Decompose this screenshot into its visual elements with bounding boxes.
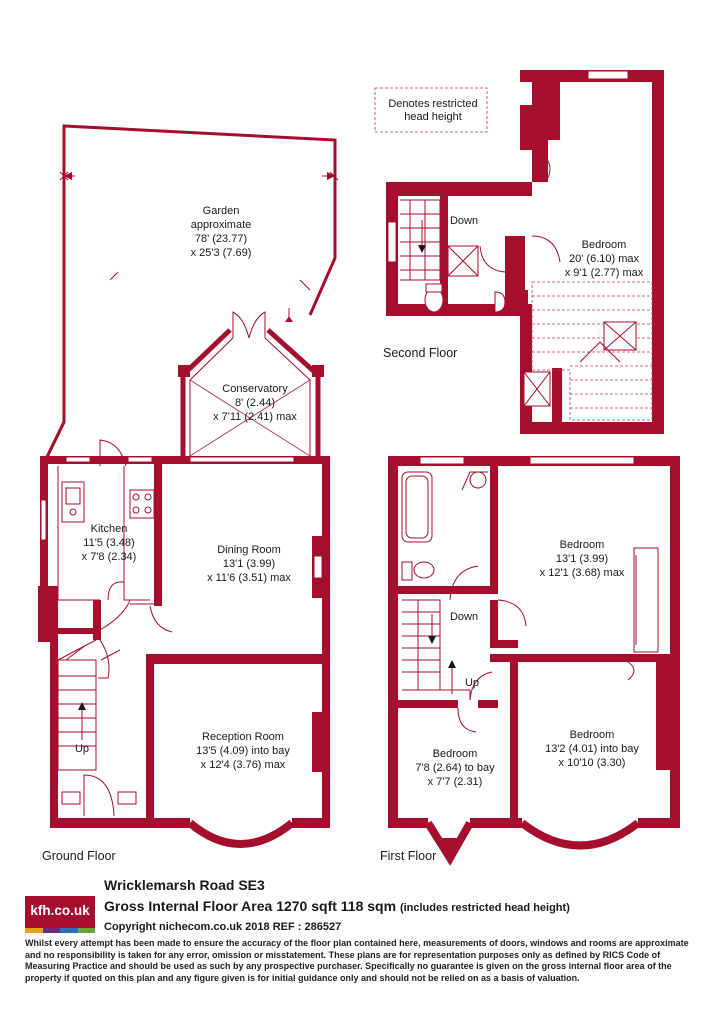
first-stairs-down: Down (450, 611, 478, 623)
garden-l2: approximate (191, 219, 252, 231)
second-floor-plan (374, 70, 664, 434)
bedroom-2-l3: x 10'10 (3.30) (559, 757, 626, 769)
kfh-logo[interactable]: kfh.co.uk (25, 896, 95, 933)
logo-color-1 (25, 928, 43, 933)
first-floor-label: First Floor (380, 849, 436, 863)
bedroom-3-l3: x 7'7 (2.31) (428, 776, 483, 788)
floor-plan: Denotes restricted head height Garden ap… (38, 70, 680, 866)
kitchen-name: Kitchen (91, 523, 128, 535)
copyright: Copyright nichecom.co.uk 2018 REF : 2865… (104, 921, 342, 933)
conservatory-name: Conservatory (222, 383, 288, 395)
labels: Denotes restricted head height Garden ap… (42, 98, 644, 863)
property-address: Wricklemarsh Road SE3 (104, 877, 265, 893)
wc-icon-first (413, 561, 435, 579)
ground-stairs-up: Up (75, 743, 89, 755)
logo-color-3 (60, 928, 78, 933)
conservatory-structure (178, 308, 324, 457)
bedroom-1-name: Bedroom (560, 539, 605, 551)
logo-color-4 (77, 928, 95, 933)
wardrobe (633, 547, 659, 653)
logo-color-2 (42, 928, 60, 933)
dining-l3: x 11'6 (3.51) max (207, 572, 291, 584)
first-stairs-up: Up (465, 677, 479, 689)
bedroom-top-l2: 20' (6.10) max (569, 253, 639, 265)
logo-color-bar (25, 928, 95, 933)
kitchen-l3: x 7'8 (2.34) (82, 551, 137, 563)
bedroom-1-l2: 13'1 (3.99) (556, 553, 608, 565)
garden-markers (59, 171, 339, 291)
second-stairs-down: Down (450, 215, 478, 227)
bedroom-3-l2: 7'8 (2.64) to bay (415, 762, 495, 774)
sink-icon (61, 481, 85, 523)
conservatory-l3: x 7'11 (2.41) max (213, 411, 297, 423)
gia-note: (includes restricted head height) (399, 902, 570, 914)
disclaimer: Whilst every attempt has been made to en… (25, 938, 689, 983)
ground-staircase (57, 639, 97, 771)
bedroom-2-name: Bedroom (570, 729, 615, 741)
first-floor-plan (388, 456, 680, 866)
ground-floor-walls (38, 456, 330, 848)
dining-name: Dining Room (217, 544, 281, 556)
garden-name: Garden (203, 205, 240, 217)
garden-l4: x 25'3 (7.69) (191, 247, 252, 259)
kitchen-l2: 11'5 (3.48) (83, 537, 134, 549)
bath-icon (401, 471, 433, 543)
restricted-key-line1: Denotes restricted (388, 98, 477, 110)
garden-l3: 78' (23.77) (195, 233, 247, 245)
ground-floor-label: Ground Floor (42, 849, 116, 863)
conservatory-l2: 8' (2.44) (235, 397, 275, 409)
bedroom-3-name: Bedroom (433, 748, 478, 760)
kitchen-fixtures (57, 439, 155, 601)
dining-l2: 13'1 (3.99) (223, 558, 275, 570)
basin-icon-first (469, 471, 487, 489)
logo-text: kfh.co.uk (30, 903, 90, 918)
hob-icon (129, 489, 155, 519)
garden-boundary (45, 124, 337, 458)
reception-l3: x 12'4 (3.76) max (201, 759, 286, 771)
bedroom-2-l2: 13'2 (4.01) into bay (545, 743, 639, 755)
ground-floor-plan (38, 124, 339, 848)
reception-name: Reception Room (202, 731, 284, 743)
garden-edge (45, 421, 66, 458)
bedroom-top-l3: x 9'1 (2.77) max (565, 267, 644, 279)
bedroom-top-name: Bedroom (582, 239, 627, 251)
gia-value: Gross Internal Floor Area 1270 sqft 118 … (104, 898, 397, 914)
second-floor-label: Second Floor (383, 346, 457, 360)
restricted-key-box (374, 87, 488, 133)
restricted-key-line2: head height (404, 111, 462, 123)
basin-icon (494, 291, 506, 313)
reception-l2: 13'5 (4.09) into bay (196, 745, 290, 757)
bedroom-1-l3: x 12'1 (3.68) max (540, 567, 625, 579)
gross-internal-area: Gross Internal Floor Area 1270 sqft 118 … (104, 898, 570, 914)
